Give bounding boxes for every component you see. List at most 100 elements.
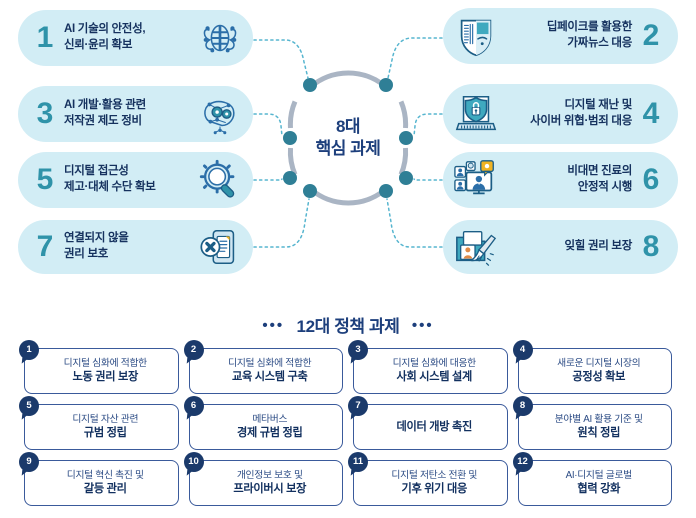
policy-card-10-sub: 개인정보 보호 및 bbox=[236, 469, 303, 481]
core-task-8[interactable]: 잊힐 권리 보장 8 bbox=[443, 220, 678, 274]
core-task-6-line1: 비대면 진료의 bbox=[567, 165, 632, 178]
core-tasks-section: 8대 핵심 과제 1 AI 기술의 안전성, 신뢰·윤리 확보 bbox=[18, 8, 678, 274]
policy-card-3-main: 사회 시스템 설계 bbox=[396, 370, 473, 383]
policy-tasks-section: ••• 12대 정책 과제 ••• 1 디지털 심화에 적합한 노동 권리 보장… bbox=[0, 300, 696, 518]
policy-heading-text: 12대 정책 과제 bbox=[296, 317, 400, 336]
core-task-8-number: 8 bbox=[642, 230, 660, 263]
hub-title: 8대 핵심 과제 bbox=[283, 73, 413, 203]
core-task-6-label: 비대면 진료의 안정적 시행 bbox=[501, 164, 638, 195]
core-task-3[interactable]: 3 AI 개발·활용 관련 저작권 제도 정비 bbox=[18, 86, 253, 142]
phone-disconnect-icon bbox=[197, 224, 243, 270]
policy-card-3-badge: 3 bbox=[348, 340, 368, 360]
policy-heading-dots-left: ••• bbox=[262, 317, 285, 334]
core-task-3-number: 3 bbox=[36, 97, 54, 130]
policy-card-9[interactable]: 9 디지털 혁신 촉진 및 갈등 관리 bbox=[19, 452, 179, 506]
policy-card-7[interactable]: 7 데이터 개방 촉진 bbox=[348, 396, 508, 450]
policy-heading-dots-right: ••• bbox=[411, 317, 434, 334]
core-task-2-number: 2 bbox=[642, 19, 660, 52]
core-task-1-number: 1 bbox=[36, 21, 54, 54]
brain-gears-icon bbox=[197, 91, 243, 137]
policy-card-4-sub: 새로운 디지털 시장의 bbox=[557, 357, 641, 369]
policy-card-1-badge: 1 bbox=[19, 340, 39, 360]
core-task-7-line2: 권리 보호 bbox=[64, 248, 109, 260]
core-task-7[interactable]: 7 연결되지 않을 권리 보호 bbox=[18, 220, 253, 274]
policy-card-4-badge: 4 bbox=[512, 340, 533, 360]
core-task-2[interactable]: 딥페이크를 활용한 가짜뉴스 대응 2 bbox=[443, 8, 678, 64]
core-task-1-line2: 신뢰·윤리 확보 bbox=[64, 39, 133, 51]
policy-card-8-main: 원칙 정립 bbox=[577, 426, 621, 439]
policy-card-2-main: 교육 시스템 구축 bbox=[231, 370, 308, 383]
policy-card-5-sub: 디지털 자산 관련 bbox=[72, 413, 139, 425]
core-task-4-label: 디지털 재난 및 사이버 위협·범죄 대응 bbox=[501, 98, 638, 129]
policy-card-2[interactable]: 2 디지털 심화에 적합한 교육 시스템 구축 bbox=[183, 340, 343, 394]
policy-card-7-main: 데이터 개방 촉진 bbox=[396, 420, 473, 433]
policy-grid: 1 디지털 심화에 적합한 노동 권리 보장 2 디지털 심화에 적합한 교육 … bbox=[19, 340, 672, 506]
policy-card-8-badge: 8 bbox=[512, 396, 533, 416]
policy-card-1-main: 노동 권리 보장 bbox=[72, 370, 139, 383]
core-task-2-line2: 가짜뉴스 대응 bbox=[567, 37, 632, 49]
hub-title-line1: 8대 bbox=[335, 116, 361, 136]
policy-card-4[interactable]: 4 새로운 디지털 시장의 공정성 확보 bbox=[512, 340, 672, 394]
core-task-5-label: 디지털 접근성 제고·대체 수단 확보 bbox=[58, 164, 195, 195]
policy-card-4-main: 공정성 확보 bbox=[572, 370, 626, 383]
hub-connectors bbox=[253, 37, 443, 248]
core-task-5-line1: 디지털 접근성 bbox=[64, 165, 129, 178]
policy-card-5-main: 규범 정립 bbox=[83, 426, 127, 439]
policy-card-1[interactable]: 1 디지털 심화에 적합한 노동 권리 보장 bbox=[19, 340, 179, 394]
core-task-1[interactable]: 1 AI 기술의 안전성, 신뢰·윤리 확보 bbox=[18, 10, 253, 66]
policy-card-5-badge: 5 bbox=[19, 396, 39, 416]
policy-card-6[interactable]: 6 메타버스 경제 규범 정립 bbox=[183, 396, 343, 450]
policy-card-1-sub: 디지털 심화에 적합한 bbox=[63, 357, 148, 369]
policy-card-12[interactable]: 12 AI·디지털 글로벌 협력 강화 bbox=[512, 452, 672, 506]
policy-card-12-main: 협력 강화 bbox=[577, 482, 621, 495]
core-task-5-number: 5 bbox=[36, 163, 54, 196]
policy-card-6-main: 경제 규범 정립 bbox=[236, 426, 303, 439]
core-task-8-label: 잊힐 권리 보장 bbox=[501, 239, 638, 255]
policy-card-11-main: 기후 위기 대응 bbox=[401, 482, 468, 495]
ai-brain-network-icon bbox=[197, 15, 243, 61]
core-task-1-label: AI 기술의 안전성, 신뢰·윤리 확보 bbox=[58, 22, 195, 53]
core-task-3-line1: AI 개발·활용 관련 bbox=[64, 99, 146, 112]
telemedicine-monitor-icon bbox=[453, 157, 499, 203]
deepfake-mask-icon bbox=[453, 13, 499, 59]
hub-title-line2: 핵심 과제 bbox=[315, 139, 381, 158]
policy-card-11[interactable]: 11 디지털 저탄소 전환 및 기후 위기 대응 bbox=[348, 452, 508, 506]
policy-card-10[interactable]: 10 개인정보 보호 및 프라이버시 보장 bbox=[183, 452, 343, 506]
core-task-6-number: 6 bbox=[642, 163, 660, 196]
core-task-3-line2: 저작권 제도 정비 bbox=[64, 115, 142, 127]
core-task-7-label: 연결되지 않을 권리 보호 bbox=[58, 231, 195, 262]
laptop-lock-shield-icon bbox=[453, 91, 499, 137]
policy-card-7-badge: 7 bbox=[348, 396, 368, 416]
policy-card-3-sub: 디지털 심화에 대응한 bbox=[392, 357, 477, 369]
policy-card-3[interactable]: 3 디지털 심화에 대응한 사회 시스템 설계 bbox=[348, 340, 508, 394]
policy-card-2-badge: 2 bbox=[183, 340, 204, 360]
core-task-4[interactable]: 디지털 재난 및 사이버 위협·범죄 대응 4 bbox=[443, 84, 678, 144]
policy-card-5[interactable]: 5 디지털 자산 관련 규범 정립 bbox=[19, 396, 179, 450]
policy-card-6-sub: 메타버스 bbox=[252, 413, 288, 425]
policy-card-12-badge: 12 bbox=[512, 452, 533, 472]
core-task-6[interactable]: 비대면 진료의 안정적 시행 6 bbox=[443, 152, 678, 208]
core-task-8-line1: 잊힐 권리 보장 bbox=[564, 240, 633, 253]
core-task-4-line1: 디지털 재난 및 bbox=[564, 99, 633, 112]
core-task-4-number: 4 bbox=[642, 97, 660, 130]
magnifier-gear-icon bbox=[197, 157, 243, 203]
hub-circle: 8대 핵심 과제 bbox=[283, 73, 413, 203]
core-task-1-line1: AI 기술의 안전성, bbox=[64, 23, 146, 36]
core-task-7-line1: 연결되지 않을 bbox=[64, 232, 129, 245]
policy-card-8[interactable]: 8 분야별 AI 활용 기준 및 원칙 정립 bbox=[512, 396, 672, 450]
policy-card-9-main: 갈등 관리 bbox=[83, 482, 127, 495]
core-task-7-number: 7 bbox=[36, 230, 54, 263]
core-task-2-label: 딥페이크를 활용한 가짜뉴스 대응 bbox=[501, 20, 638, 51]
core-task-5-line2: 제고·대체 수단 확보 bbox=[64, 181, 156, 193]
core-task-5[interactable]: 5 디지털 접근성 제고·대체 수단 확보 bbox=[18, 152, 253, 208]
core-task-2-line1: 딥페이크를 활용한 bbox=[546, 21, 632, 34]
policy-heading: ••• 12대 정책 과제 ••• bbox=[0, 312, 696, 337]
policy-card-6-badge: 6 bbox=[183, 396, 204, 416]
policy-card-9-badge: 9 bbox=[19, 452, 39, 472]
policy-card-10-main: 프라이버시 보장 bbox=[233, 482, 307, 495]
policy-card-11-badge: 11 bbox=[348, 452, 368, 472]
policy-card-10-badge: 10 bbox=[183, 452, 204, 472]
policy-card-11-sub: 디지털 저탄소 전환 및 bbox=[391, 469, 478, 481]
policy-card-9-sub: 디지털 혁신 촉진 및 bbox=[66, 469, 144, 481]
